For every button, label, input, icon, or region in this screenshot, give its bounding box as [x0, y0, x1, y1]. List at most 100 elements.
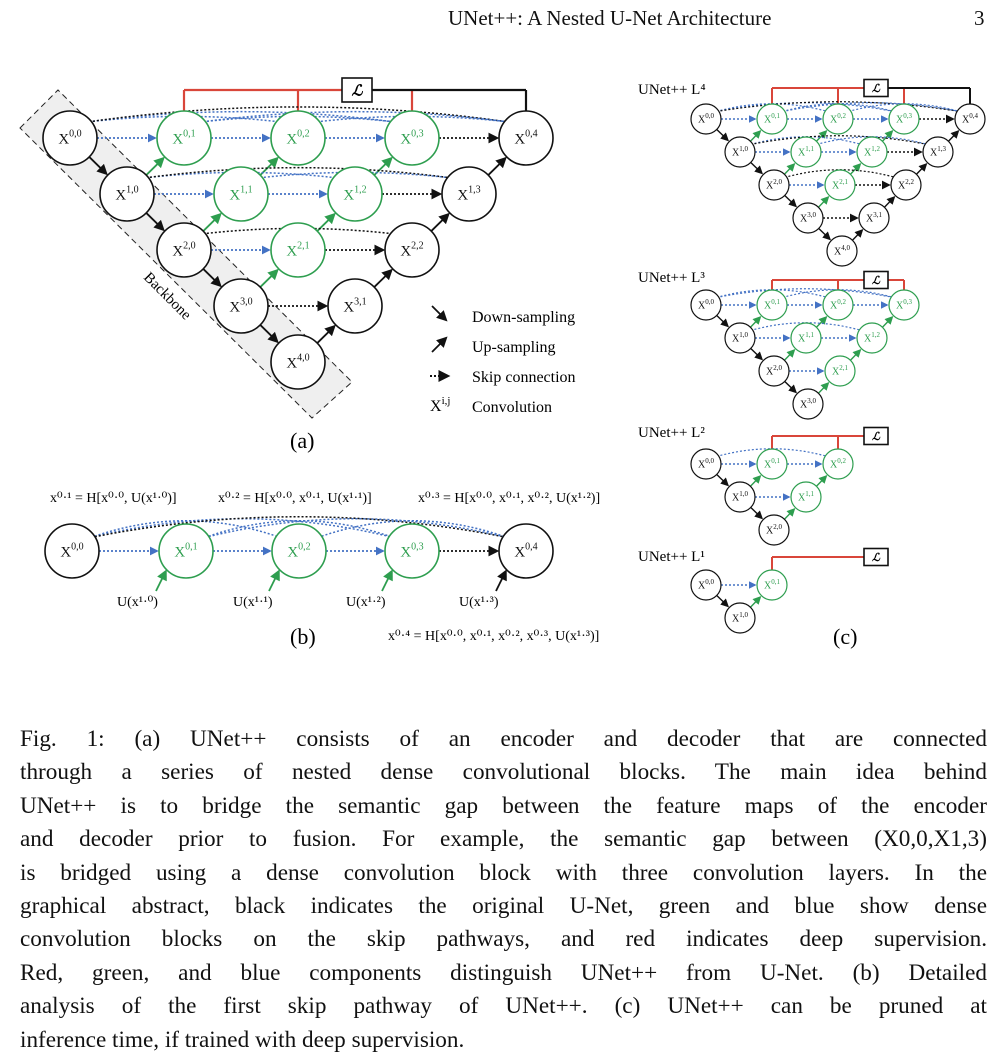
up-arrow [915, 162, 928, 175]
down-arrow [259, 324, 279, 344]
node-x0-4: X0,4 [954, 103, 986, 135]
node-x0-2: X0,2 [270, 110, 326, 166]
dense-skip-arc [716, 101, 960, 113]
node-circle [954, 103, 986, 135]
caption-line: inference time, if trained with deep sup… [20, 1026, 465, 1053]
node-circle [156, 110, 212, 166]
loss-symbol: ℒ [872, 552, 881, 564]
node-circle [824, 169, 856, 201]
legend: Down-sampling Up-sampling Skip connectio… [430, 305, 576, 416]
node-circle [498, 523, 554, 579]
down-arrow [750, 347, 764, 361]
node-x2-0: X2,0 [758, 169, 790, 201]
node-x3-1: X3,1 [327, 278, 383, 334]
up-arrow [430, 212, 450, 232]
loss-box [863, 547, 889, 567]
down-arrow [750, 161, 764, 175]
node-circle [856, 322, 888, 354]
caption-line: is bridged using a dense convolution blo… [20, 859, 987, 886]
panel-b-up-2: U(x¹·²) [346, 595, 386, 610]
node-x0-0: X0,0 [44, 523, 100, 579]
dense-skip-arc [204, 518, 508, 539]
panel-b-eq3: x⁰·³ = H[x⁰·⁰, x⁰·¹, x⁰·², U(x¹·²)] [418, 491, 600, 506]
loss-symbol: ℒ [872, 83, 881, 95]
node-x1-3: X1,3 [922, 136, 954, 168]
node-x0-2: X0,2 [271, 523, 327, 579]
node-circle [758, 169, 790, 201]
down-arrow [88, 156, 108, 176]
node-x4-0: X4,0 [826, 235, 858, 267]
dense-skip-arc [204, 520, 394, 539]
caption-line: Red, green, and blue components distingu… [20, 959, 987, 986]
dense-skip-arc [90, 518, 394, 539]
node-circle [384, 523, 440, 579]
node-x0-2: X0,2 [822, 289, 854, 321]
legend-up-label: Up-sampling [472, 339, 556, 356]
down-arrow [784, 380, 798, 394]
node-circle [158, 523, 214, 579]
node-x2-1: X2,1 [824, 169, 856, 201]
node-circle [756, 103, 788, 135]
dense-skip-arc [782, 102, 960, 113]
caption-line: analysis of the first skip pathway of UN… [20, 993, 987, 1020]
down-arrow [716, 594, 730, 608]
panel-b-up-3: U(x¹·³) [459, 595, 499, 610]
node-x0-3: X0,3 [888, 289, 920, 321]
up-arrow [749, 595, 762, 608]
node-circle [690, 103, 722, 135]
node-circle [271, 523, 327, 579]
caption-line: graphical abstract, black indicates the … [20, 893, 987, 920]
legend-conv-label: Convolution [472, 399, 552, 416]
dense-skip-arc [88, 110, 394, 123]
node-circle [384, 222, 440, 278]
up-arrow [947, 129, 960, 142]
node-x2-2: X2,2 [384, 222, 440, 278]
up-arrow [881, 315, 894, 328]
node-circle [856, 136, 888, 168]
node-circle [822, 289, 854, 321]
down-arrow [750, 506, 764, 520]
node-x0-2: X0,2 [822, 103, 854, 135]
node-circle [888, 289, 920, 321]
caption-line: Fig. 1: (a) UNet++ consists of an encode… [20, 726, 987, 752]
up-arrow [487, 156, 507, 176]
panel-c-label-l4: UNet++ L⁴ [638, 82, 706, 98]
loss-box [863, 78, 889, 98]
node-x3-0: X3,0 [792, 202, 824, 234]
down-arrow [818, 227, 832, 241]
up-arrow [373, 268, 393, 288]
node-circle [792, 202, 824, 234]
node-x1-0: X1,0 [99, 166, 155, 222]
panel-label-a: (a) [290, 428, 314, 453]
node-circle [724, 602, 756, 634]
dense-skip-arc [90, 516, 508, 539]
up-arrow [202, 212, 222, 232]
up-arrow [316, 324, 336, 344]
up-arrow [815, 129, 828, 142]
node-circle [270, 110, 326, 166]
panel-c-label-l1: UNet++ L¹ [638, 549, 705, 565]
loss-box [863, 426, 889, 446]
node-x0-0: X0,0 [690, 289, 722, 321]
up-arrow [259, 268, 279, 288]
dense-skip-arc [716, 288, 894, 299]
node-circle [724, 136, 756, 168]
node-x2-0: X2,0 [156, 222, 212, 278]
up-arrow [849, 162, 862, 175]
loss-box [863, 270, 889, 290]
node-x0-0: X0,0 [690, 569, 722, 601]
node-x0-0: X0,0 [690, 103, 722, 135]
node-x0-3: X0,3 [384, 523, 440, 579]
node-x2-0: X2,0 [758, 514, 790, 546]
node-x0-2: X0,2 [822, 448, 854, 480]
caption-line: through a series of nested dense convolu… [20, 759, 987, 786]
up-arrow [783, 348, 796, 361]
node-circle [690, 448, 722, 480]
legend-down-label: Down-sampling [472, 309, 575, 326]
dense-skip-arc [317, 520, 508, 539]
node-circle [756, 289, 788, 321]
node-circle [756, 569, 788, 601]
up-arrow [783, 507, 796, 520]
